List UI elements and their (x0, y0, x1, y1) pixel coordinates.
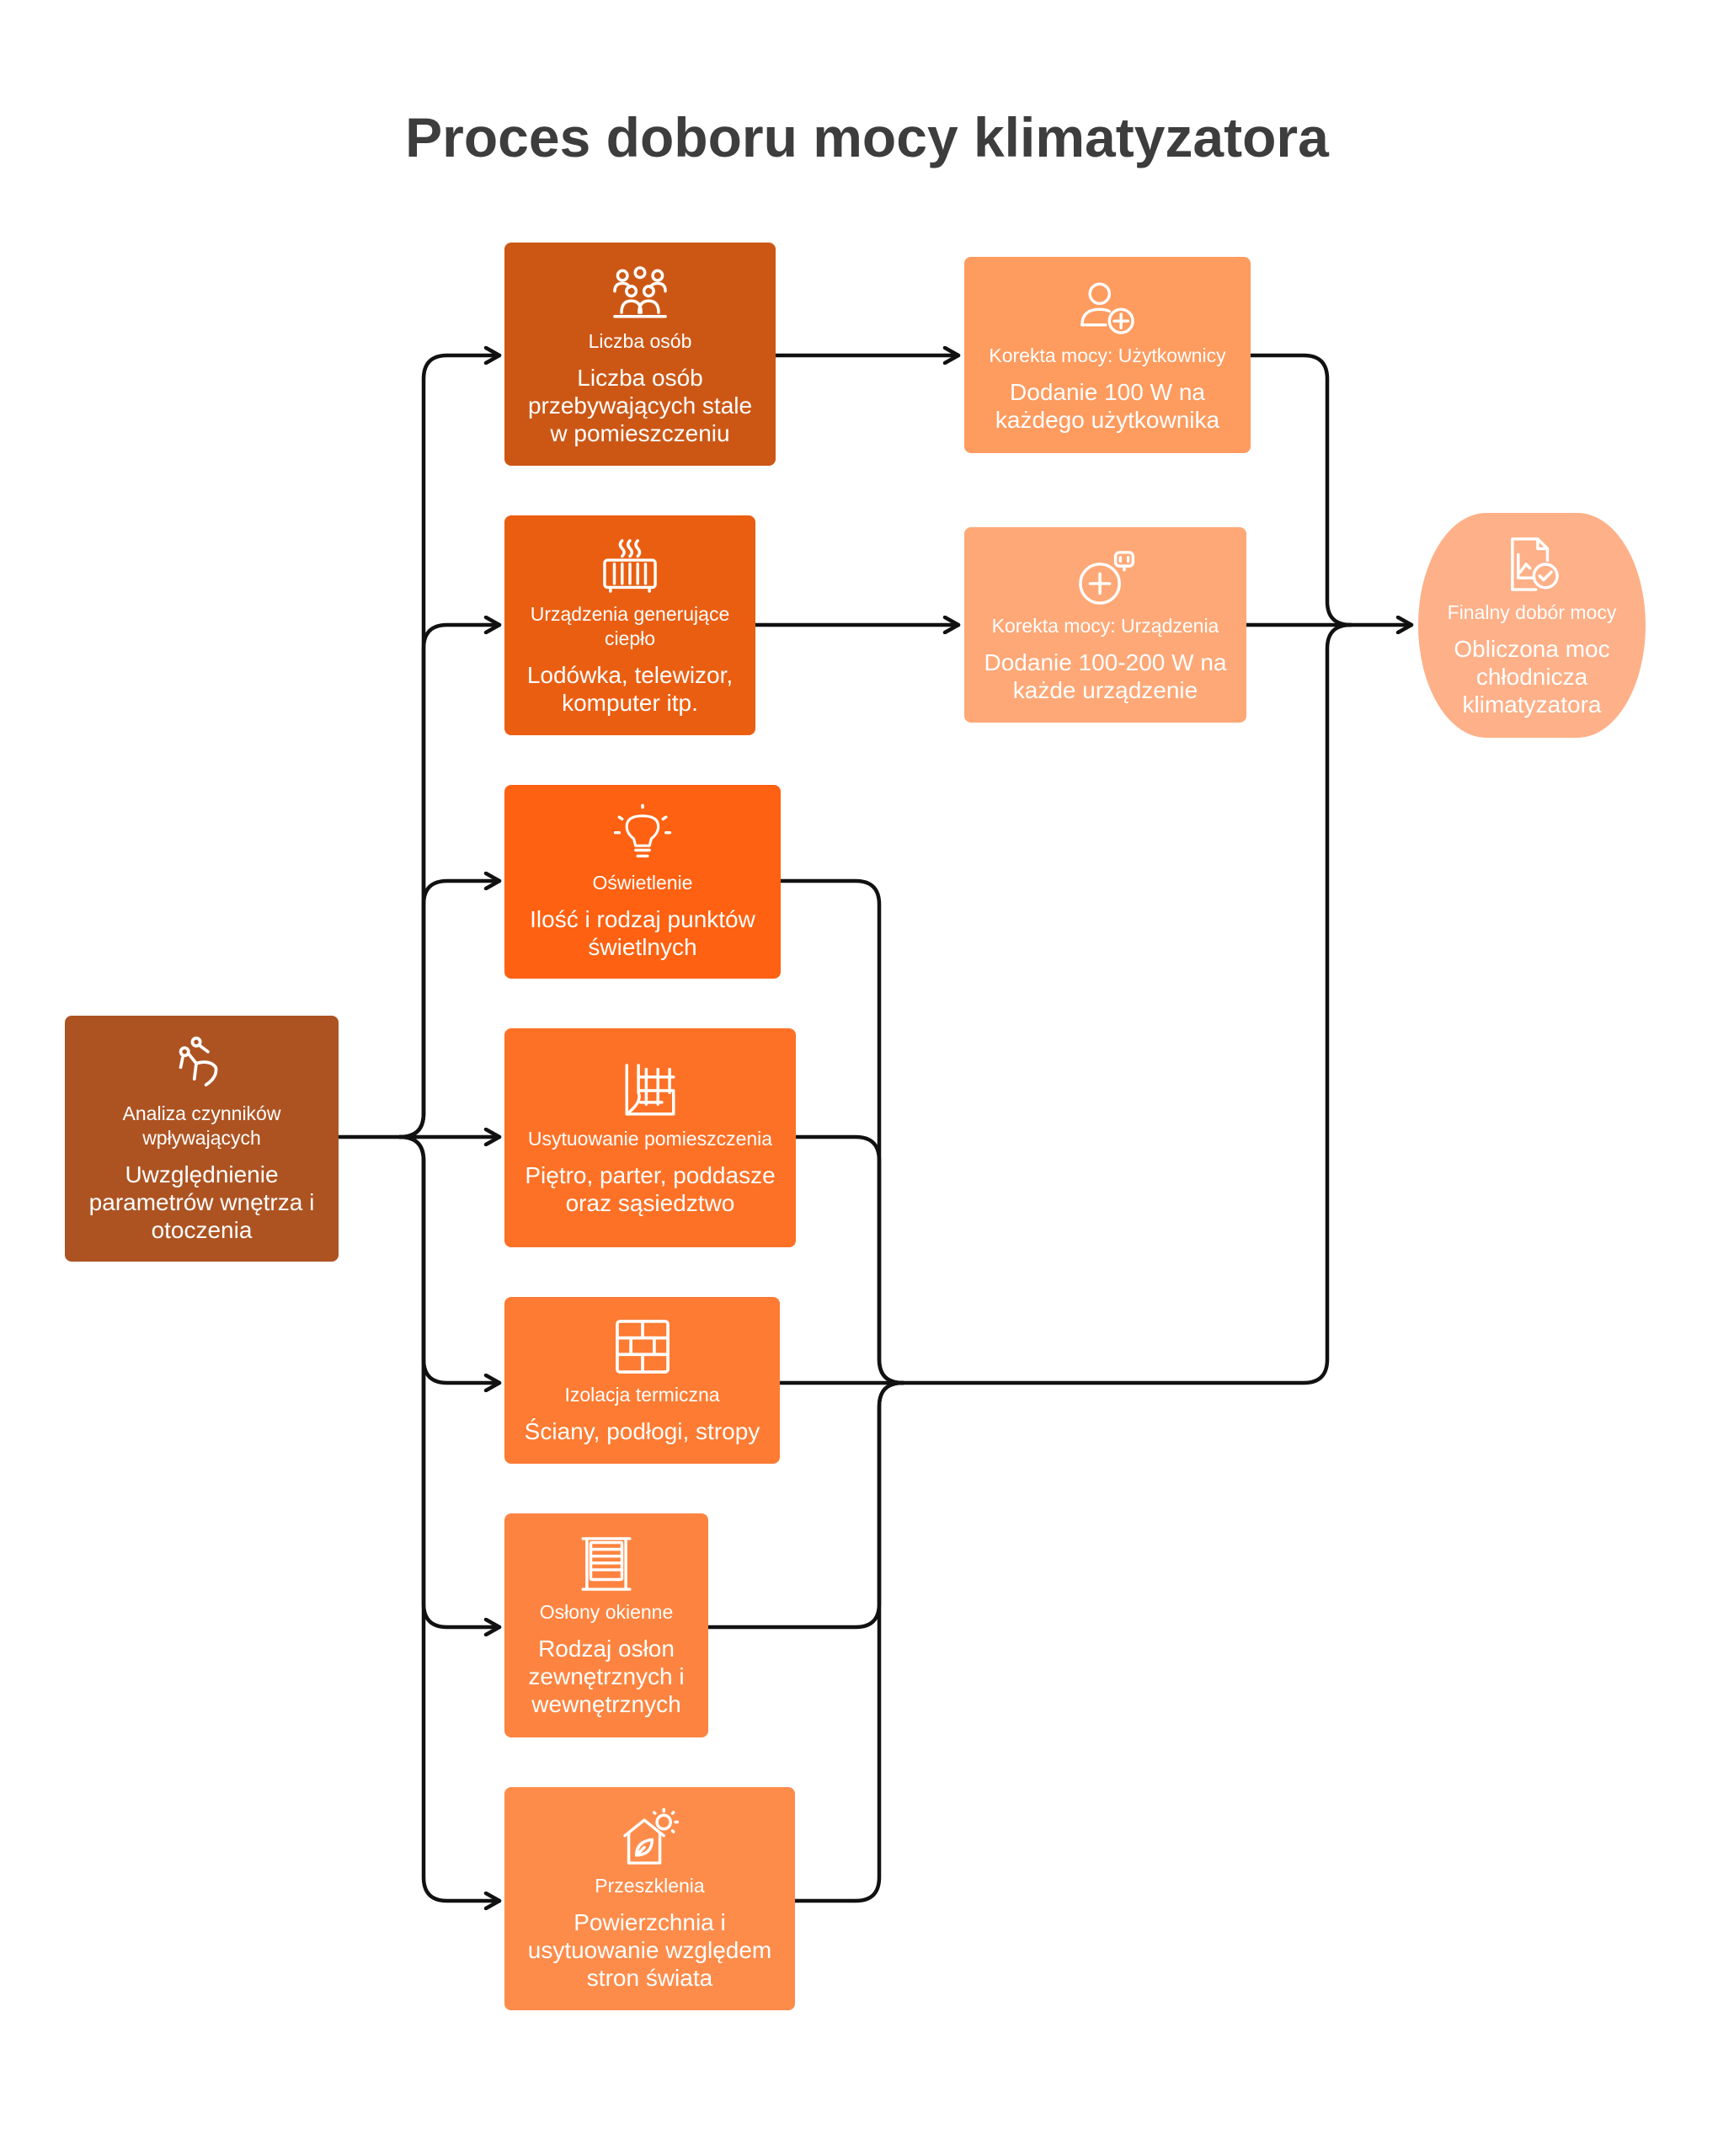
analysis-icon (171, 1034, 233, 1097)
final-node: Finalny dobór mocy Obliczona moc chłodni… (1418, 513, 1646, 738)
factor-glazing-label: Przeszklenia (595, 1874, 705, 1897)
document-check-icon (1501, 533, 1563, 595)
device-plus-icon (1075, 547, 1137, 609)
final-label: Finalny dobór mocy (1447, 600, 1617, 623)
factor-insulation-desc: Ściany, podłogi, stropy (524, 1418, 760, 1444)
factor-location-desc: Piętro, parter, poddasze oraz sąsiedztwo (525, 1161, 776, 1216)
start-label: Analiza czynników wpływających (122, 1102, 281, 1149)
connector-to-insulation (397, 1134, 502, 1383)
factor-people-label: Liczba osób (588, 329, 692, 352)
wall-icon (611, 1315, 674, 1378)
connector-to-people (397, 355, 502, 1139)
factor-people-node: Liczba osób Liczba osób przebywających s… (504, 243, 776, 466)
factor-devices-desc: Lodówka, telewizor, komputer itp. (526, 661, 734, 716)
user-plus-icon (1076, 276, 1139, 339)
final-desc: Obliczona moc chłodnicza klimatyzatora (1454, 635, 1610, 718)
connector-lighting-merge (778, 878, 905, 1385)
factor-location-node: Usytuowanie pomieszczenia Piętro, parter… (504, 1028, 796, 1247)
floor-plan-icon (619, 1059, 681, 1122)
correction-users-node: Korekta mocy: Użytkownicy Dodanie 100 W … (964, 257, 1251, 453)
factor-insulation-label: Izolacja termiczna (564, 1384, 720, 1406)
connector-merge-to-final-line (900, 622, 1353, 1385)
correction-devices-node: Korekta mocy: Urządzenia Dodanie 100-200… (964, 527, 1246, 723)
factor-location-label: Usytuowanie pomieszczenia (527, 1127, 773, 1150)
start-node: Analiza czynników wpływających Uwzględni… (65, 1016, 339, 1262)
start-desc: Uwzględnienie parametrów wnętrza i otocz… (88, 1161, 315, 1243)
connector-to-lighting (397, 881, 502, 1139)
sun-house-icon (619, 1806, 681, 1869)
factor-glazing-desc: Powierzchnia i usytuowanie względem stro… (527, 1908, 772, 1991)
factor-lighting-label: Oświetlenie (592, 871, 693, 894)
heater-icon (599, 535, 661, 597)
factor-people-desc: Liczba osób przebywających stale w pomie… (527, 364, 753, 446)
factor-glazing-node: Przeszklenia Powierzchnia i usytuowanie … (504, 1787, 795, 2010)
factor-blinds-node: Osłony okienne Rodzaj osłon zewnętrznych… (504, 1513, 708, 1737)
factor-devices-node: Urządzenia generujące ciepło Lodówka, te… (504, 515, 755, 735)
diagram-title: Proces doboru mocy klimatyzatora (405, 106, 1329, 168)
correction-devices-desc: Dodanie 100-200 W na każde urządzenie (984, 648, 1227, 703)
connector-users-final (1248, 353, 1353, 627)
connector-to-glazing (397, 1134, 502, 1901)
correction-users-desc: Dodanie 100 W na każdego użytkownika (995, 379, 1220, 433)
factor-devices-label: Urządzenia generujące ciepło (530, 602, 730, 649)
lightbulb-icon (611, 803, 674, 866)
factor-insulation-node: Izolacja termiczna Ściany, podłogi, stro… (504, 1297, 780, 1464)
connector-glazing-merge (792, 1380, 905, 1903)
people-group-icon (609, 262, 671, 324)
correction-devices-label: Korekta mocy: Urządzenia (991, 614, 1219, 637)
window-blind-icon (575, 1533, 638, 1595)
factor-lighting-desc: Ilość i rodzaj punktów świetlnych (530, 905, 755, 960)
factor-lighting-node: Oświetlenie Ilość i rodzaj punktów świet… (504, 785, 781, 979)
factor-blinds-desc: Rodzaj osłon zewnętrznych i wewnętrznych (528, 1636, 685, 1717)
connector-location-merge (793, 1134, 905, 1385)
factor-blinds-label: Osłony okienne (539, 1601, 674, 1623)
correction-users-label: Korekta mocy: Użytkownicy (989, 344, 1226, 366)
